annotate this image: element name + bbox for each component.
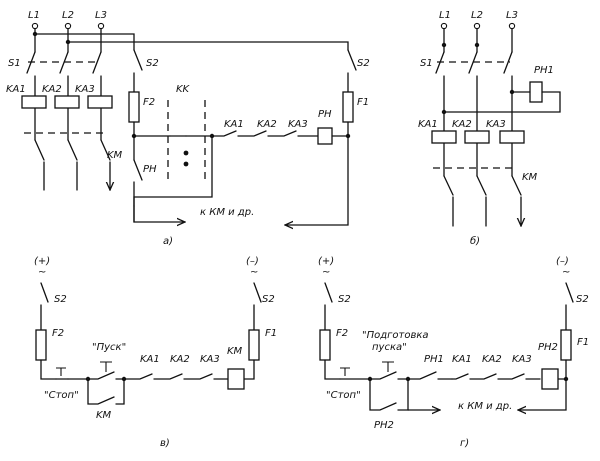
switch-s2-right-label: S2 bbox=[357, 58, 370, 69]
contactor-km-label: KM bbox=[107, 150, 123, 161]
relay-label-ka3: KA3 bbox=[75, 84, 95, 95]
switch-s2-right-label-v: S2 bbox=[262, 294, 275, 305]
prep-button-label-line2: пуска" bbox=[372, 342, 407, 353]
relay-label-ka1: KA1 bbox=[6, 84, 26, 95]
relay-label-ka3-b: KA3 bbox=[486, 119, 506, 130]
to-km-label-g: к КМ и др. bbox=[458, 401, 512, 412]
phase-label-l2-b: L2 bbox=[471, 10, 483, 21]
relay-coil-ka2-b bbox=[464, 130, 490, 144]
phase-label-l1-b: L1 bbox=[439, 10, 451, 21]
hold-contact-km-label: KM bbox=[96, 410, 112, 421]
ph2-coil-label: PH2 bbox=[538, 342, 558, 353]
terminal-l3-b bbox=[508, 22, 516, 30]
relay-label-ka2-b: KA2 bbox=[452, 119, 472, 130]
tilde-left: ~ bbox=[38, 267, 46, 278]
fuse-f1-v bbox=[248, 329, 260, 361]
switch-s2-left-label: S2 bbox=[146, 58, 159, 69]
switch-s1-label: S1 bbox=[8, 58, 21, 69]
fuse-f2-label-v: F2 bbox=[52, 328, 64, 339]
relay-label-ka1-b: KA1 bbox=[418, 119, 438, 130]
contact-label-ka3-v: KA3 bbox=[200, 354, 220, 365]
contactor-km-label-b: KM bbox=[522, 172, 538, 183]
relay-coil-ka3-b bbox=[499, 130, 525, 144]
fuse-f1-label: F1 bbox=[357, 97, 369, 108]
diagram-a: L1 L2 L3 S1 KA1 KA2 KA3 KM S2 bbox=[6, 10, 370, 247]
relay-coil-ka2 bbox=[54, 95, 80, 109]
relay-ph-coil-label: PH bbox=[318, 109, 332, 120]
fuse-f2-g bbox=[319, 329, 331, 361]
terminal-l1-b bbox=[440, 22, 448, 30]
relay-coil-ka1-b bbox=[431, 130, 457, 144]
switch-s2-left-label-g: S2 bbox=[338, 294, 351, 305]
ph2-contact-label: PH2 bbox=[374, 420, 394, 431]
switch-s2-right-label-g: S2 bbox=[576, 294, 589, 305]
minus-label: (–) bbox=[246, 256, 259, 267]
caption-v: в) bbox=[160, 438, 170, 449]
caption-a: а) bbox=[163, 236, 173, 247]
to-km-label: к КМ и др. bbox=[200, 207, 254, 218]
tilde-left-g: ~ bbox=[322, 267, 330, 278]
switch-s2-left-label-v: S2 bbox=[54, 294, 67, 305]
relay-ph1-coil bbox=[529, 81, 543, 103]
coil-km-label-v: KM bbox=[227, 346, 243, 357]
relay-ph-coil bbox=[317, 127, 333, 145]
relay-ph-contact-label: PH bbox=[143, 164, 157, 175]
contact-label-ka1: KA1 bbox=[224, 119, 244, 130]
terminal-l3 bbox=[97, 22, 105, 30]
contact-label-ka2-g: KA2 bbox=[482, 354, 502, 365]
caption-g: г) bbox=[460, 438, 469, 449]
fuse-f1-label-g: F1 bbox=[577, 337, 589, 348]
contact-label-ka3-g: KA3 bbox=[512, 354, 532, 365]
terminal-l2-b bbox=[473, 22, 481, 30]
fuse-f2-label: F2 bbox=[143, 97, 155, 108]
phase-label-l2: L2 bbox=[62, 10, 74, 21]
terminal-l1 bbox=[31, 22, 39, 30]
contact-label-ka2-v: KA2 bbox=[170, 354, 190, 365]
contact-label-ka3: KA3 bbox=[288, 119, 308, 130]
fuse-f2-v bbox=[35, 329, 47, 361]
fuse-f1 bbox=[342, 91, 354, 123]
terminal-l2 bbox=[64, 22, 72, 30]
plus-label: (+) bbox=[34, 256, 50, 267]
fuse-f2-label-g: F2 bbox=[336, 328, 348, 339]
tilde-right: ~ bbox=[250, 267, 258, 278]
switch-s1-label-b: S1 bbox=[420, 58, 433, 69]
prep-button-label-line1: "Подготовка bbox=[362, 330, 429, 341]
tilde-right-g: ~ bbox=[562, 267, 570, 278]
relay-ph1-label: PH1 bbox=[534, 65, 554, 76]
relay-coil-ka3 bbox=[87, 95, 113, 109]
phase-label-l1: L1 bbox=[28, 10, 40, 21]
contact-label-ka1-g: KA1 bbox=[452, 354, 472, 365]
contact-label-ka1-v: KA1 bbox=[140, 354, 160, 365]
stop-button-label-g: "Стоп" bbox=[326, 390, 361, 401]
contact-label-ka2: KA2 bbox=[257, 119, 277, 130]
diagram-g: (+) ~ (–) ~ S2 F2 S2 F1 "Стоп" "Подготов… bbox=[318, 256, 589, 449]
start-button-label-v: "Пуск" bbox=[92, 342, 126, 353]
ph1-contact-label: PH1 bbox=[424, 354, 444, 365]
phase-label-l3: L3 bbox=[95, 10, 107, 21]
fuse-f1-g bbox=[560, 329, 572, 361]
phase-label-l3-b: L3 bbox=[506, 10, 518, 21]
diagram-v: (+) ~ (–) ~ S2 F2 S2 F1 "Стоп" "Пуск" KM… bbox=[34, 256, 277, 449]
fuse-f1-label-v: F1 bbox=[265, 328, 277, 339]
minus-label-g: (–) bbox=[556, 256, 569, 267]
relay-coil-ka1 bbox=[21, 95, 47, 109]
fuse-f2 bbox=[128, 91, 140, 123]
ph2-coil bbox=[541, 368, 559, 390]
stop-button-label-v: "Стоп" bbox=[44, 390, 79, 401]
diagram-b: L1 L2 L3 S1 PH1 KA1 KA2 KA3 KM б) bbox=[418, 10, 561, 247]
button-kk-label: KK bbox=[176, 84, 191, 95]
caption-b: б) bbox=[470, 235, 480, 247]
relay-label-ka2: KA2 bbox=[42, 84, 62, 95]
plus-label-g: (+) bbox=[318, 256, 334, 267]
coil-km-v bbox=[227, 368, 245, 390]
